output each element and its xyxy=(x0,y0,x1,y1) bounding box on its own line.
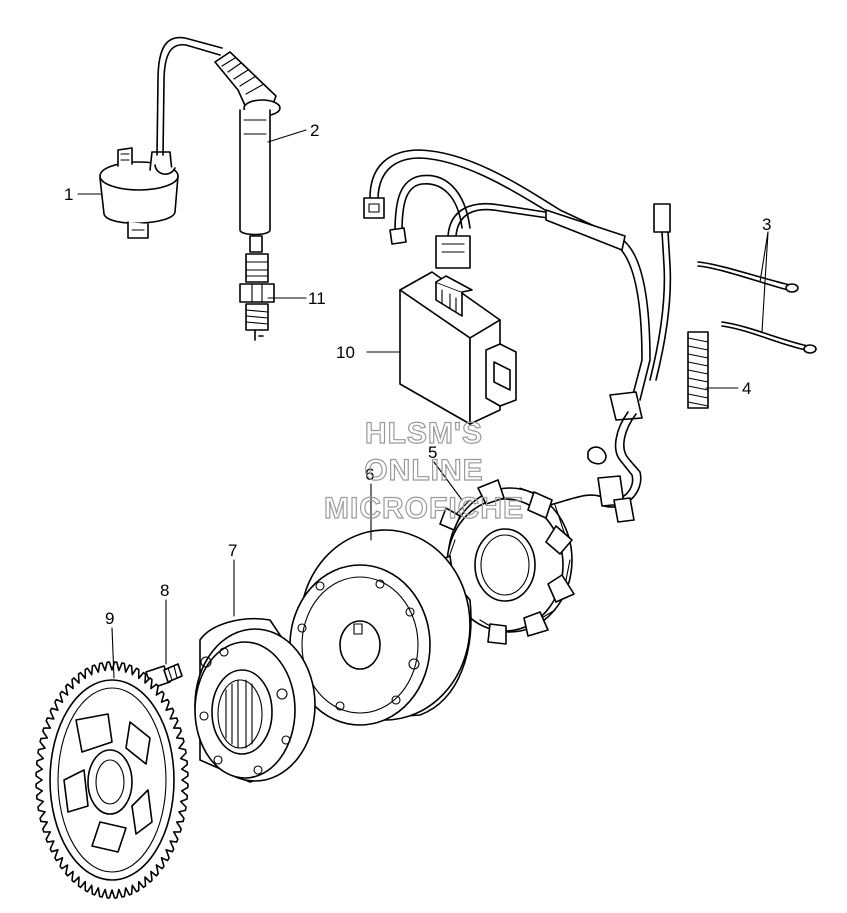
callout-10: 10 xyxy=(336,343,355,362)
wiring-harness xyxy=(363,149,672,523)
callout-5: 5 xyxy=(428,443,437,462)
callout-7: 7 xyxy=(228,541,237,560)
watermark-line-3: MICROFICHE xyxy=(324,492,524,525)
callout-4: 4 xyxy=(742,379,751,398)
cdi-box xyxy=(399,271,517,425)
callout-9: 9 xyxy=(105,609,114,628)
callouts: 1 2 3 4 5 6 7 8 9 10 11 xyxy=(64,121,771,628)
starter-driven-gear xyxy=(35,661,189,899)
watermark-line-1: HLSM'S xyxy=(365,417,483,450)
flywheel xyxy=(289,529,472,726)
callout-8: 8 xyxy=(160,581,169,600)
ignition-wire xyxy=(156,36,223,156)
callout-1: 1 xyxy=(64,185,73,204)
leader-lines xyxy=(77,129,769,679)
spring xyxy=(687,331,709,409)
callout-11: 11 xyxy=(308,289,326,308)
watermark-line-2: ONLINE xyxy=(364,454,483,487)
spark-plug xyxy=(239,235,275,341)
callout-2: 2 xyxy=(310,121,319,140)
callout-3: 3 xyxy=(762,215,771,234)
spark-plug-cap xyxy=(214,51,281,236)
watermark: HLSM'S ONLINE MICROFICHE xyxy=(323,416,524,525)
callout-6: 6 xyxy=(365,465,374,484)
starter-clutch xyxy=(194,617,316,783)
ignition-coil xyxy=(99,147,179,239)
clamps xyxy=(697,261,817,354)
